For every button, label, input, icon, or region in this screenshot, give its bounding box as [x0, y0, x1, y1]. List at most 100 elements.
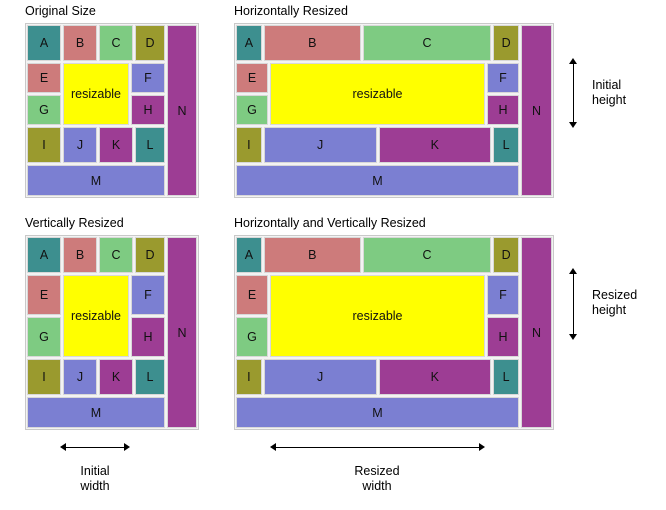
cell-resizable[interactable]: resizable	[270, 275, 485, 357]
cell-n[interactable]: N	[521, 237, 552, 428]
cell-m[interactable]: M	[236, 165, 519, 196]
panel-title-original-size: Original Size	[25, 4, 96, 18]
grid-main: A B C D E G resizable F H I J K	[27, 25, 165, 196]
arrow-head-down-icon	[569, 122, 577, 128]
cell-n[interactable]: N	[167, 237, 197, 428]
grid-main: A B C D E G resizable F H I J K	[236, 25, 520, 196]
cell-k[interactable]: K	[99, 127, 133, 163]
cell-l[interactable]: L	[135, 127, 165, 163]
initial-height-label: Initial height	[592, 78, 627, 107]
cell-a[interactable]: A	[236, 237, 262, 273]
cell-m[interactable]: M	[27, 165, 165, 196]
cell-c[interactable]: C	[99, 237, 133, 273]
arrow-head-up-icon	[569, 58, 577, 64]
cell-g[interactable]: G	[27, 95, 61, 125]
grid-main: A B C D E G resizable F H I J K	[27, 237, 165, 428]
cell-i[interactable]: I	[27, 359, 61, 395]
grid-main: A B C D E G resizable F H I J K	[236, 237, 520, 428]
cell-m[interactable]: M	[27, 397, 165, 428]
cell-b[interactable]: B	[63, 237, 97, 273]
cell-b[interactable]: B	[63, 25, 97, 61]
grid-row-bottom: I J K L	[27, 359, 165, 395]
cell-b[interactable]: B	[263, 25, 361, 61]
grid-col-left: E G	[236, 63, 268, 125]
grid-col-right: F H	[487, 63, 519, 125]
cell-c[interactable]: C	[99, 25, 133, 61]
resized-width-label: Resized width	[354, 464, 400, 493]
cell-a[interactable]: A	[27, 237, 61, 273]
arrow-shaft	[573, 62, 574, 124]
resized-width-arrow	[270, 442, 485, 453]
cell-b[interactable]: B	[263, 237, 361, 273]
arrow-shaft	[64, 447, 126, 448]
cell-f[interactable]: F	[487, 63, 519, 93]
cell-k[interactable]: K	[378, 127, 492, 163]
cell-l[interactable]: L	[493, 359, 519, 395]
initial-height-arrow	[568, 58, 579, 128]
cell-i[interactable]: I	[236, 127, 262, 163]
grid-row-top: A B C D	[27, 25, 165, 61]
grid-row-bottom: I J K L	[236, 359, 519, 395]
grid-row-middle: E G resizable F H	[27, 63, 165, 125]
cell-h[interactable]: H	[131, 95, 165, 125]
cell-i[interactable]: I	[236, 359, 262, 395]
cell-resizable[interactable]: resizable	[63, 275, 129, 357]
grid-col-left: E G	[236, 275, 268, 357]
cell-j[interactable]: J	[63, 359, 97, 395]
cell-d[interactable]: D	[493, 25, 520, 61]
arrow-shaft	[274, 447, 481, 448]
cell-j[interactable]: J	[263, 127, 377, 163]
cell-n[interactable]: N	[521, 25, 552, 196]
cell-g[interactable]: G	[236, 317, 268, 357]
cell-i[interactable]: I	[27, 127, 61, 163]
resized-height-arrow	[568, 268, 579, 340]
grid-row-top: A B C D	[27, 237, 165, 273]
cell-h[interactable]: H	[487, 317, 519, 357]
cell-h[interactable]: H	[487, 95, 519, 125]
cell-m[interactable]: M	[236, 397, 519, 428]
cell-g[interactable]: G	[236, 95, 268, 125]
cell-l[interactable]: L	[493, 127, 519, 163]
cell-e[interactable]: E	[236, 275, 268, 315]
cell-a[interactable]: A	[27, 25, 61, 61]
arrow-shaft	[573, 272, 574, 336]
cell-e[interactable]: E	[27, 63, 61, 93]
grid-row-bottom: I J K L	[236, 127, 519, 163]
cell-g[interactable]: G	[27, 317, 61, 357]
layout-grid-horizontally-resized: A B C D E G resizable F H I J K	[234, 23, 554, 198]
cell-c[interactable]: C	[362, 25, 492, 61]
grid-row-footer: M	[236, 165, 519, 196]
layout-grid-original-size: A B C D E G resizable F H I J K	[25, 23, 199, 198]
grid-row-middle: E G resizable F H	[236, 275, 519, 357]
cell-f[interactable]: F	[487, 275, 519, 315]
arrow-head-right-icon	[124, 443, 130, 451]
grid-col-right: F H	[487, 275, 519, 357]
cell-k[interactable]: K	[378, 359, 492, 395]
cell-d[interactable]: D	[135, 237, 165, 273]
arrow-head-up-icon	[569, 268, 577, 274]
cell-resizable[interactable]: resizable	[270, 63, 485, 125]
cell-n[interactable]: N	[167, 25, 197, 196]
grid-row-middle: E G resizable F H	[236, 63, 519, 125]
layout-grid-horizontally-and-vertically-resized: A B C D E G resizable F H I J K	[234, 235, 554, 430]
cell-f[interactable]: F	[131, 275, 165, 315]
cell-a[interactable]: A	[236, 25, 262, 61]
cell-d[interactable]: D	[493, 237, 520, 273]
cell-h[interactable]: H	[131, 317, 165, 357]
cell-resizable[interactable]: resizable	[63, 63, 129, 125]
cell-c[interactable]: C	[362, 237, 492, 273]
cell-j[interactable]: J	[63, 127, 97, 163]
grid-row-footer: M	[27, 397, 165, 428]
cell-e[interactable]: E	[236, 63, 268, 93]
grid-row-footer: M	[27, 165, 165, 196]
panel-title-horizontally-and-vertically-resized: Horizontally and Vertically Resized	[234, 216, 426, 230]
cell-e[interactable]: E	[27, 275, 61, 315]
grid-col-right: F H	[131, 63, 165, 125]
cell-l[interactable]: L	[135, 359, 165, 395]
cell-j[interactable]: J	[263, 359, 377, 395]
layout-grid-vertically-resized: A B C D E G resizable F H I J K	[25, 235, 199, 430]
grid-row-bottom: I J K L	[27, 127, 165, 163]
cell-k[interactable]: K	[99, 359, 133, 395]
cell-d[interactable]: D	[135, 25, 165, 61]
cell-f[interactable]: F	[131, 63, 165, 93]
